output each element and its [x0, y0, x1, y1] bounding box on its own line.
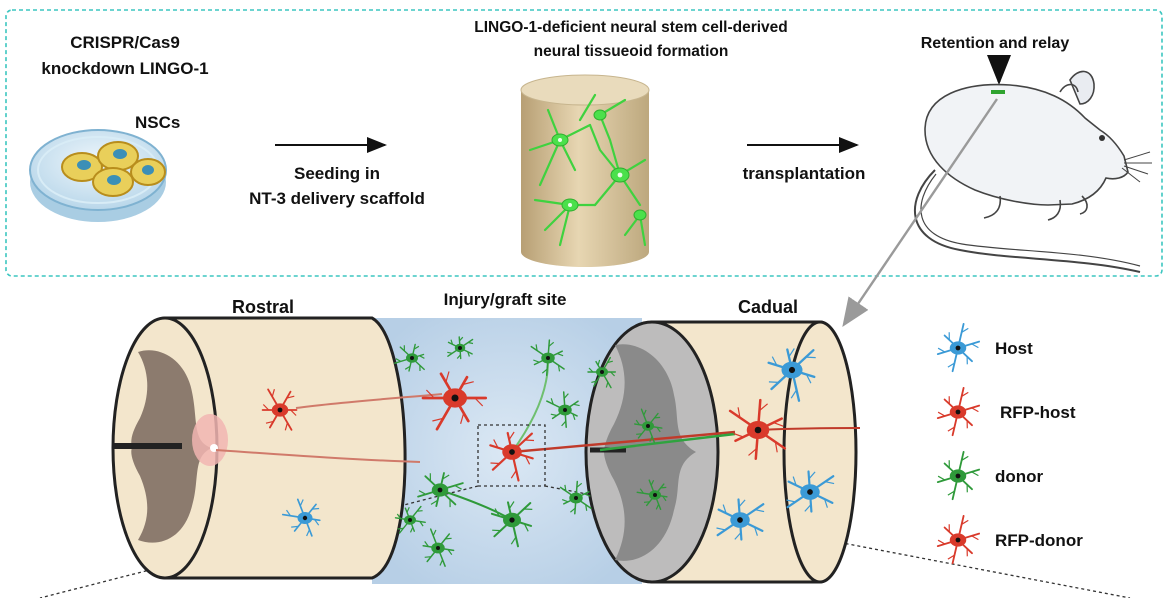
donor-neuron [546, 391, 580, 428]
host-neuron [716, 498, 765, 541]
donor-neuron [490, 501, 533, 548]
donor-neuron [394, 343, 425, 372]
dish-label: NSCs [135, 113, 180, 132]
step3-title: Retention and relay [921, 35, 1070, 52]
rostral-label: Rostral [232, 297, 294, 317]
seeding-label-line2: NT-3 delivery scaffold [249, 189, 425, 208]
donor-neuron [394, 505, 426, 534]
legend-neuron-icon [936, 322, 981, 373]
legend-label: RFP-donor [995, 531, 1083, 550]
implant-site-marker [991, 90, 1005, 94]
legend-neuron-icon [936, 450, 981, 501]
rostral-cord-segment [111, 316, 407, 580]
step1-title-line1: CRISPR/Cas9 [70, 33, 180, 52]
host-neuron [767, 348, 816, 402]
neuron-layer [261, 336, 835, 567]
rfp-host-neuron [261, 388, 298, 431]
donor-neuron [636, 479, 668, 510]
transplantation-label: transplantation [743, 164, 866, 183]
seeding-label-line1: Seeding in [294, 164, 380, 183]
legend-neuron-icon [936, 386, 981, 437]
caudal-cord-segment [584, 320, 858, 584]
tissueoid-scaffold [520, 74, 650, 267]
rfp-donor-neuron [489, 431, 535, 482]
host-neuron [281, 498, 321, 537]
donor-neuron [530, 339, 565, 376]
donor-neuron [587, 356, 616, 389]
zoom-box [477, 424, 546, 487]
step2-title-line2: neural tissueoid formation [534, 43, 729, 60]
legend-label: donor [995, 467, 1044, 486]
donor-neuron [559, 480, 592, 515]
top-panel-border [5, 9, 1163, 277]
donor-neuron [634, 408, 663, 443]
zoom-arrow [842, 98, 998, 327]
rat-illustration [913, 70, 1152, 273]
donor-neuron [417, 472, 464, 508]
step2-title-line1: LINGO-1-deficient neural stem cell-deriv… [474, 19, 788, 36]
legend-label: Host [995, 339, 1033, 358]
legend-label: RFP-host [1000, 403, 1076, 422]
caudal-gray-matter [604, 344, 696, 561]
host-neuron [786, 470, 835, 513]
graft-site-label: Injury/graft site [444, 290, 567, 309]
petri-dish [29, 129, 167, 222]
rfp-host-neuron [421, 371, 488, 431]
caudal-label: Cadual [738, 297, 798, 317]
donor-neuron [447, 336, 474, 360]
step1-title-line2: knockdown LINGO-1 [41, 59, 208, 78]
rfp-host-neuron [728, 398, 787, 460]
legend-neuron-icon [936, 514, 981, 565]
donor-neuron [422, 528, 455, 567]
